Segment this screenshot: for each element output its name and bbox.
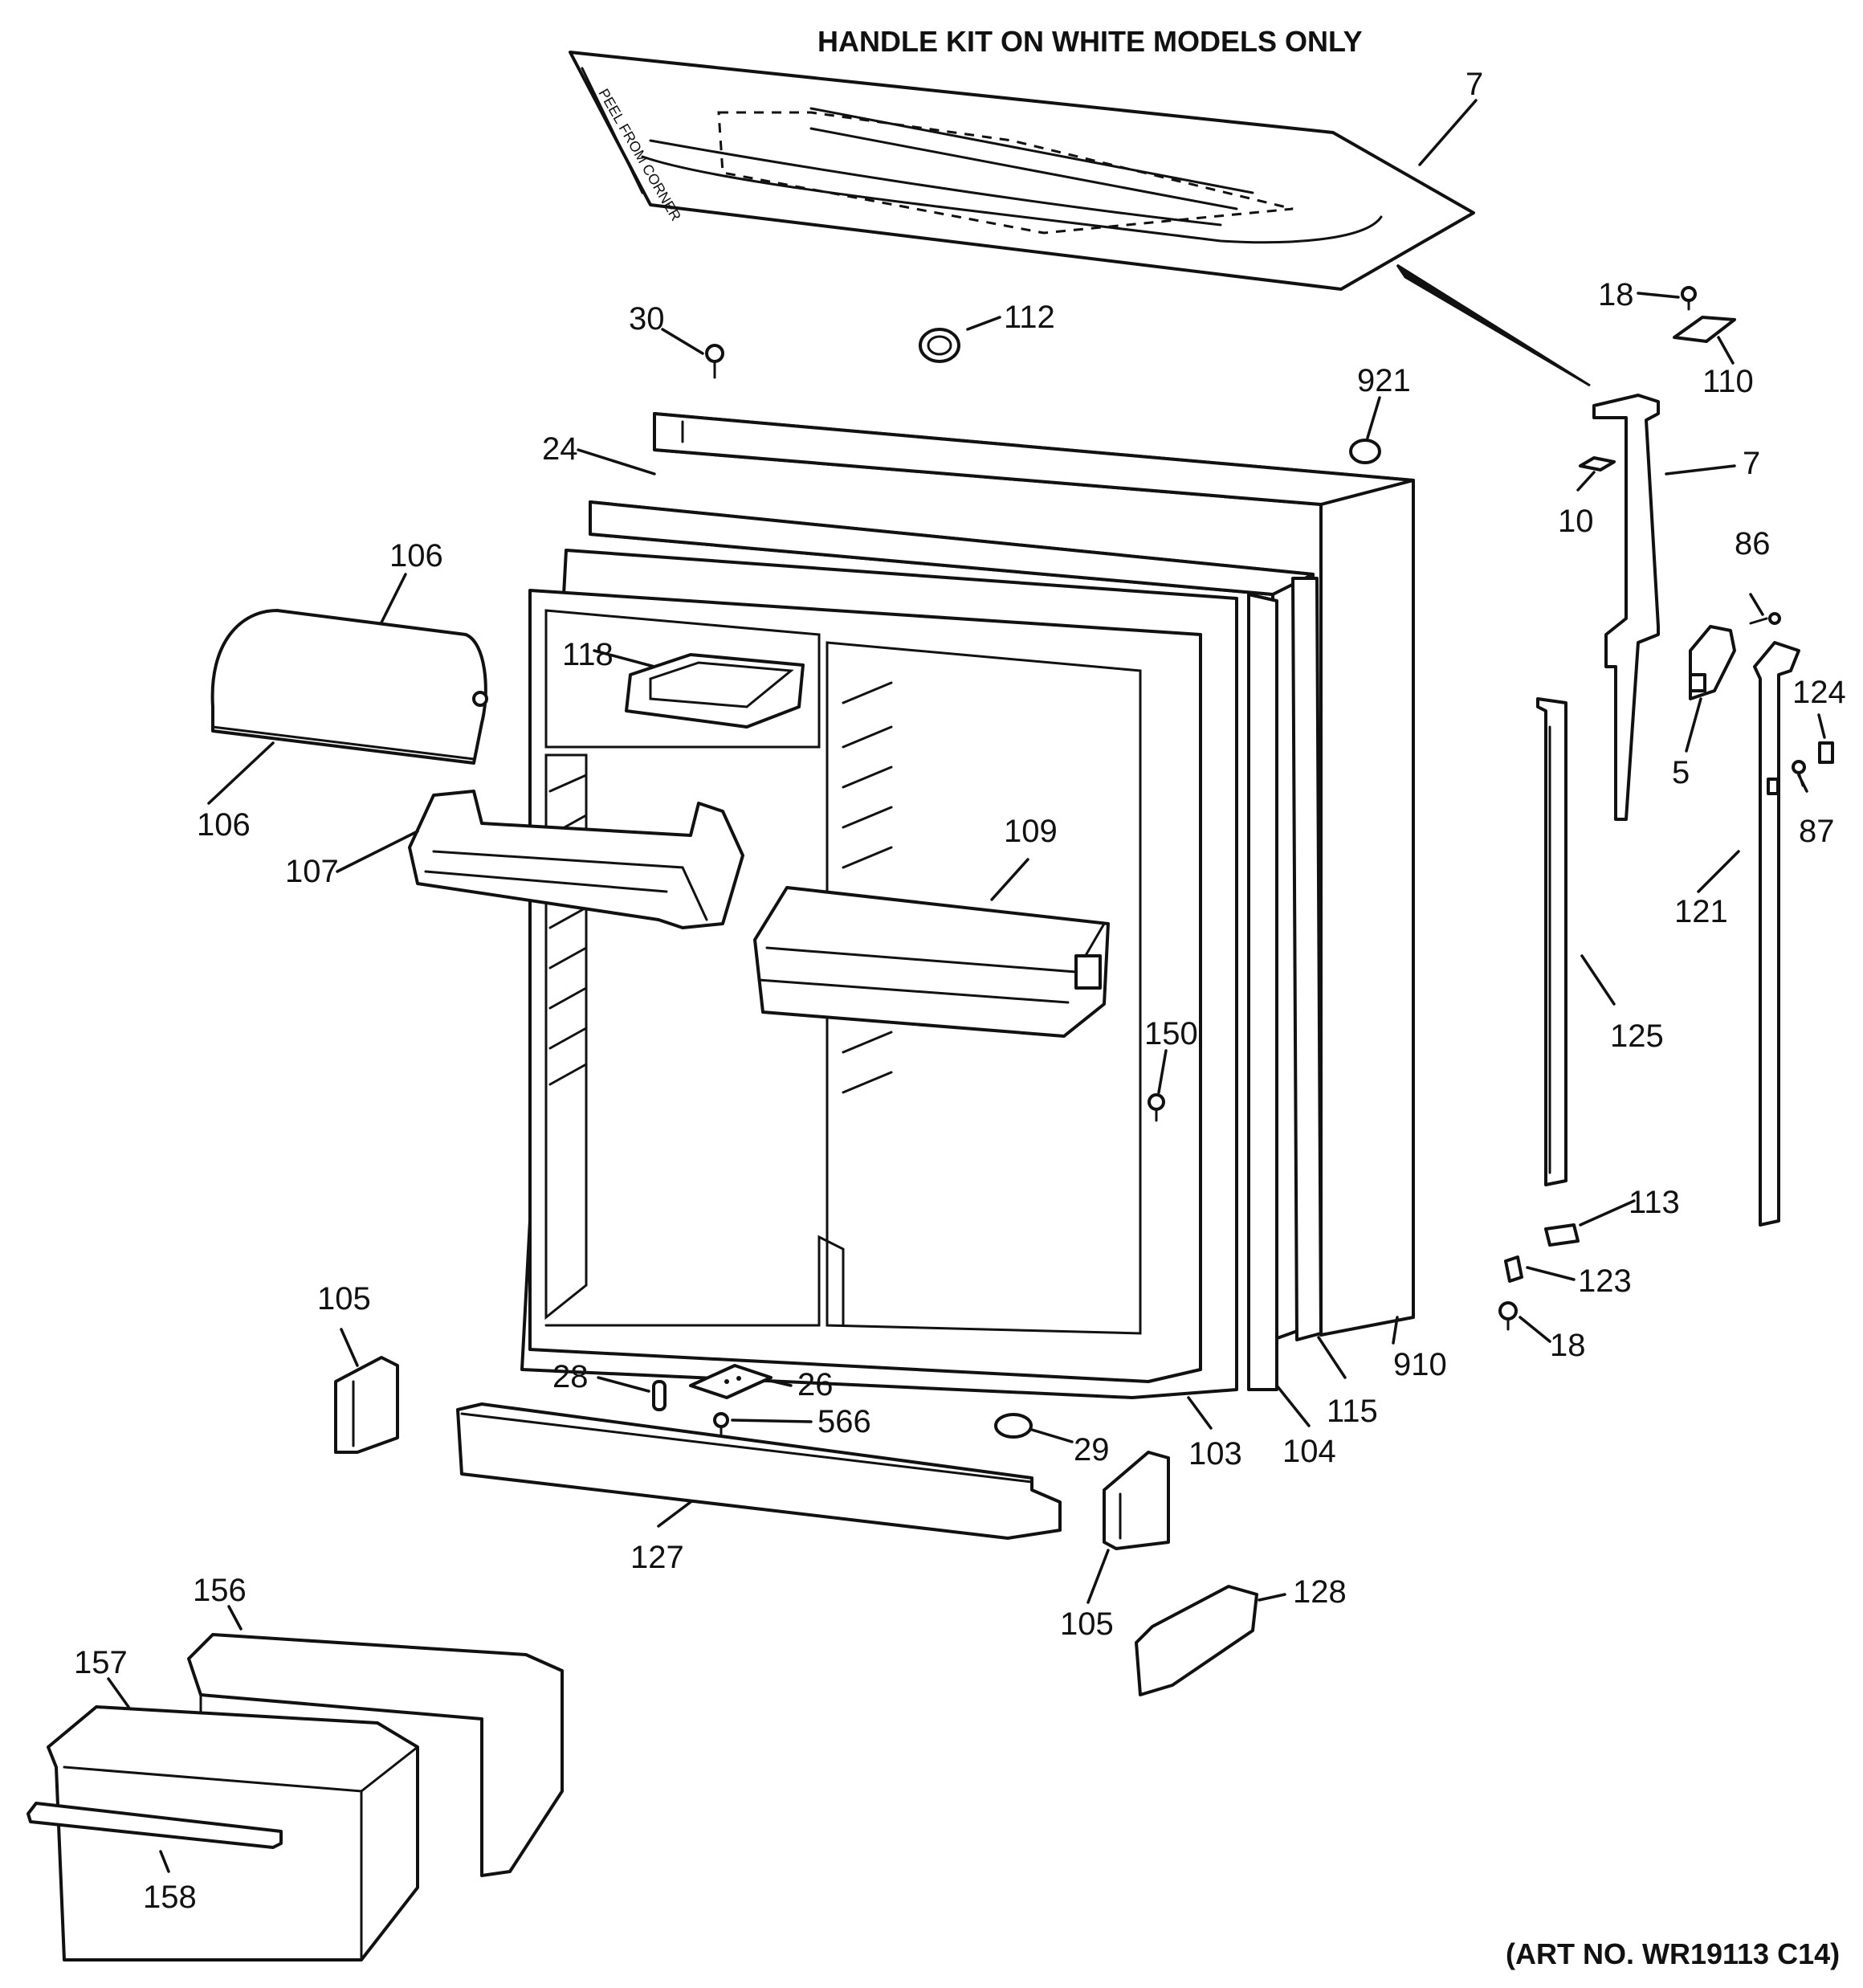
clip-10: [1579, 456, 1616, 471]
plug-921: [1349, 439, 1381, 464]
callout-10: 10: [1558, 504, 1594, 539]
callout-118: 118: [562, 637, 614, 672]
callout-26: 26: [797, 1367, 834, 1402]
diagram-header: HANDLE KIT ON WHITE MODELS ONLY: [817, 25, 1363, 58]
callout-156: 156: [193, 1573, 247, 1608]
callout-105-left: 105: [317, 1281, 371, 1316]
trim-strip-121: [1753, 641, 1800, 1227]
door-bin-109: [753, 886, 1110, 1038]
handle-kit-pointer: [1396, 263, 1591, 387]
dairy-shelf: [625, 653, 805, 729]
plug-29: [994, 1413, 1033, 1439]
callout-113: 113: [1629, 1185, 1680, 1220]
screw-18-bottom: [1498, 1301, 1518, 1331]
callout-910: 910: [1393, 1347, 1447, 1382]
callout-104: 104: [1282, 1434, 1336, 1469]
art-number: (ART NO. WR19113 C14): [1506, 1937, 1840, 1970]
screw-18-top: [1681, 286, 1697, 311]
callout-121: 121: [1674, 894, 1728, 929]
callout-106-bottom: 106: [197, 807, 251, 843]
callout-150: 150: [1144, 1016, 1198, 1051]
callout-921: 921: [1357, 363, 1411, 398]
end-cap-105-right: [1103, 1451, 1170, 1550]
screw-30: [705, 344, 724, 379]
hinge-5: [1689, 625, 1736, 700]
door-bin-107: [408, 790, 744, 929]
handle-kit-package: PEEL FROM CORNER: [569, 51, 1591, 387]
callout-103: 103: [1188, 1436, 1242, 1472]
clip-124: [1818, 741, 1834, 764]
callout-7-handle: 7: [1743, 446, 1760, 481]
cam-113: [1544, 1223, 1580, 1247]
drawer-handle-158: [26, 1802, 283, 1849]
callout-labels: 7 30 112 18 110 921 24 7 10 106 86 118 1…: [74, 67, 1846, 1915]
callout-7-handle-kit: 7: [1466, 67, 1483, 102]
callout-127: 127: [630, 1540, 684, 1575]
door-gasket: [589, 500, 1315, 1341]
breaker-strip-104: [1247, 593, 1278, 1391]
callout-28: 28: [552, 1359, 589, 1394]
callout-107: 107: [285, 854, 339, 889]
callout-87: 87: [1799, 814, 1835, 849]
callout-157: 157: [74, 1645, 128, 1680]
callout-110: 110: [1702, 364, 1754, 399]
callout-109: 109: [1004, 814, 1058, 849]
callout-30: 30: [629, 301, 665, 337]
screw-86: [1749, 612, 1781, 625]
callout-18-bottom: 18: [1550, 1328, 1586, 1363]
callout-115: 115: [1327, 1394, 1378, 1429]
callout-86: 86: [1735, 526, 1771, 561]
plug-112: [919, 328, 960, 363]
callout-18-top: 18: [1598, 277, 1634, 312]
bracket-123: [1504, 1255, 1523, 1283]
end-cap-105-left: [334, 1356, 399, 1454]
callout-24: 24: [542, 431, 578, 467]
screw-150: [1148, 1093, 1165, 1122]
callout-158: 158: [143, 1880, 197, 1915]
leader-lines: [107, 99, 1826, 1873]
callout-105-right: 105: [1060, 1606, 1114, 1642]
bracket-110: [1673, 316, 1736, 343]
callout-5: 5: [1672, 755, 1690, 790]
callout-566: 566: [817, 1404, 871, 1439]
trim-strip-125: [1536, 697, 1567, 1186]
door-handle-7: [1592, 394, 1660, 821]
plate-26: [689, 1364, 773, 1399]
pin-28: [652, 1380, 667, 1411]
breaker-strip-115: [1291, 577, 1323, 1341]
callout-128: 128: [1293, 1574, 1347, 1610]
callout-106-top: 106: [389, 538, 443, 574]
screw-566: [713, 1412, 729, 1435]
callout-125: 125: [1610, 1018, 1664, 1054]
cover-128: [1135, 1585, 1258, 1696]
shelf-supports-left: [548, 774, 588, 1086]
callout-124: 124: [1792, 675, 1846, 710]
callout-112: 112: [1004, 300, 1055, 335]
shelf-supports-center: [842, 681, 893, 1094]
butter-door: [210, 609, 488, 765]
bottom-trim-127: [456, 1402, 1062, 1540]
callout-123: 123: [1578, 1263, 1632, 1299]
callout-29: 29: [1074, 1432, 1110, 1468]
